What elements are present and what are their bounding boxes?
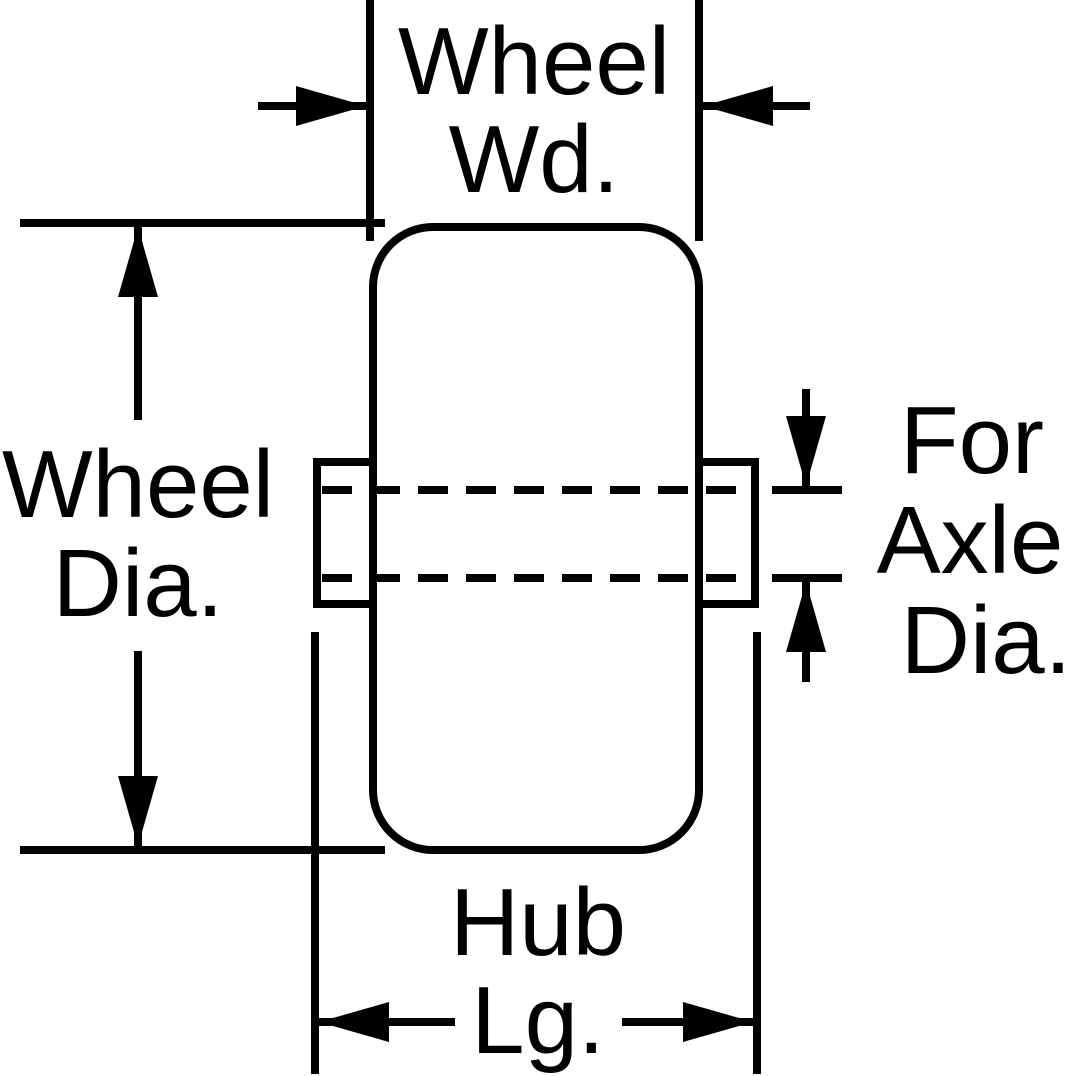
axle-diameter-label-line3: Dia. [901,587,1068,694]
hub-left-outline [313,458,373,608]
wheel-diameter-label-line2: Dia. [53,530,224,637]
hub-length-label-line1: Hub [450,869,626,976]
hub-length-label-line2: Lg. [471,967,604,1074]
hub-right-outline [699,458,759,608]
wheel-diameter-label-line1: Wheel [2,431,274,538]
axle-diameter-label-line2: Axle [877,487,1064,594]
wheel-width-label-line1: Wheel [398,8,670,115]
wheel-width-label-line2: Wd. [449,106,620,213]
wheel-body [369,223,703,854]
axle-diameter-label-line1: For [900,387,1044,494]
